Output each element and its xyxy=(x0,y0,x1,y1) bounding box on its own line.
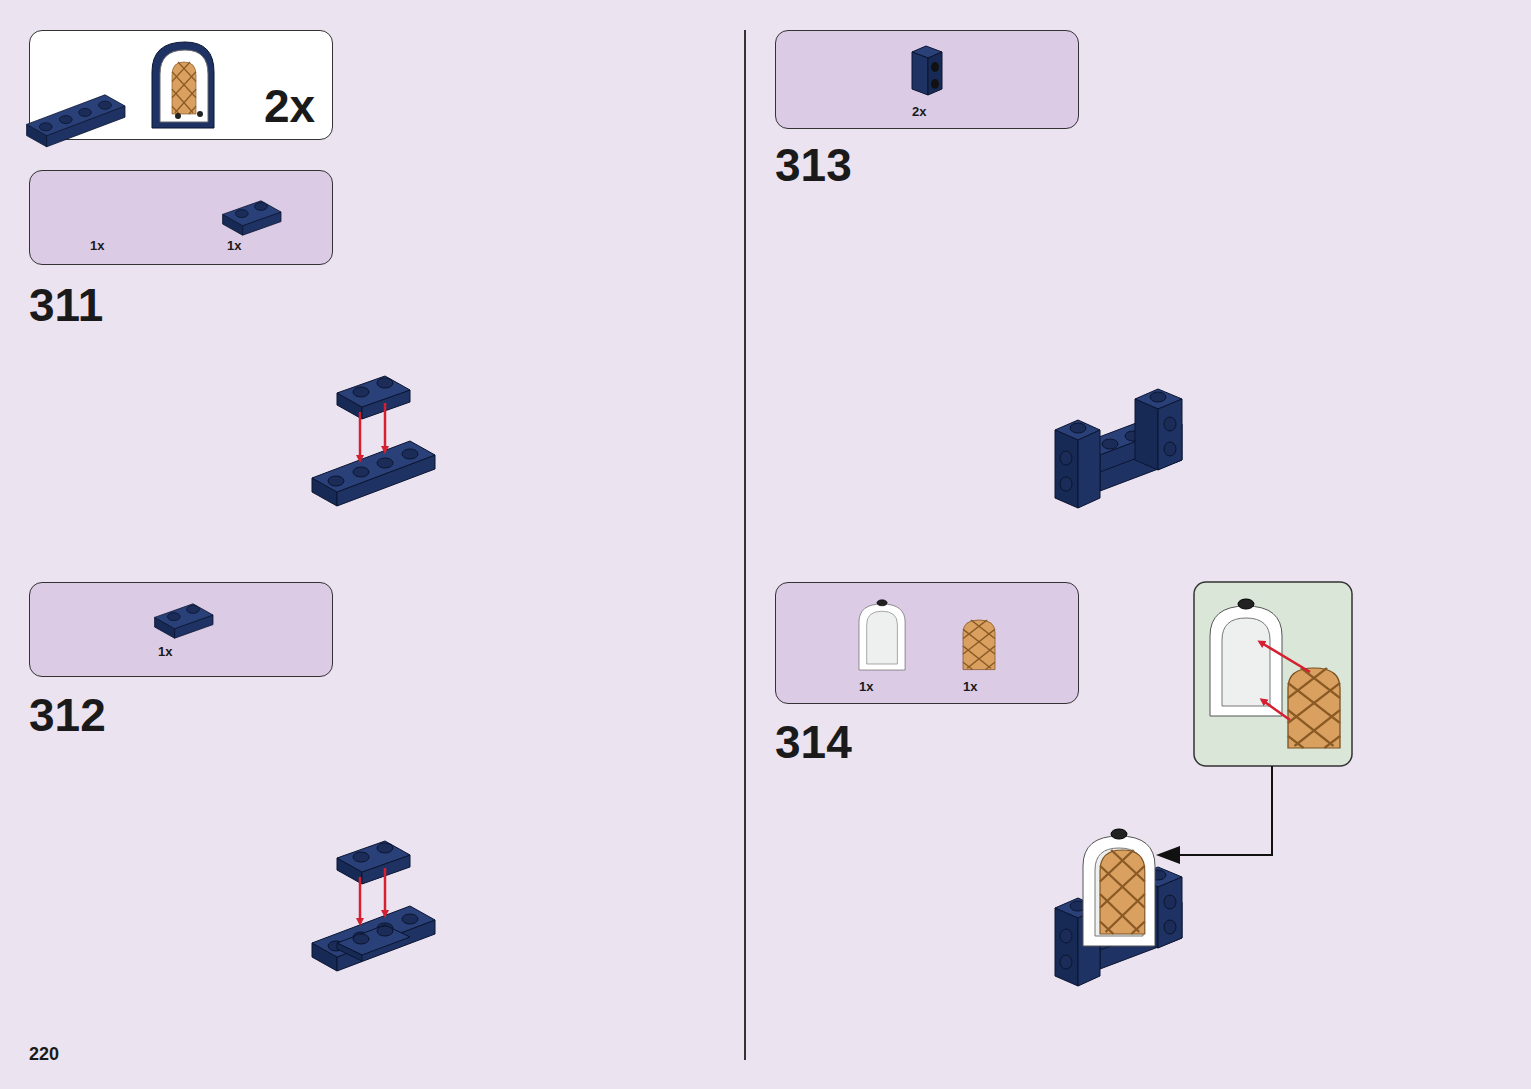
quantity-label: 1x xyxy=(227,239,241,252)
step-number: 311 xyxy=(29,282,103,328)
parts-box: 1x 1x xyxy=(775,582,1079,704)
quantity-label: 2x xyxy=(912,105,926,118)
page-number: 220 xyxy=(29,1045,59,1063)
step-number: 312 xyxy=(29,692,106,738)
quantity-label: 1x xyxy=(158,645,172,658)
step-number: 314 xyxy=(775,719,852,765)
quantity-label: 2x xyxy=(264,83,315,129)
quantity-label: 1x xyxy=(90,239,104,252)
parts-box: 1x 1x xyxy=(29,170,333,265)
quantity-label: 1x xyxy=(859,680,873,693)
quantity-label: 1x xyxy=(963,680,977,693)
step-number: 313 xyxy=(775,142,852,188)
